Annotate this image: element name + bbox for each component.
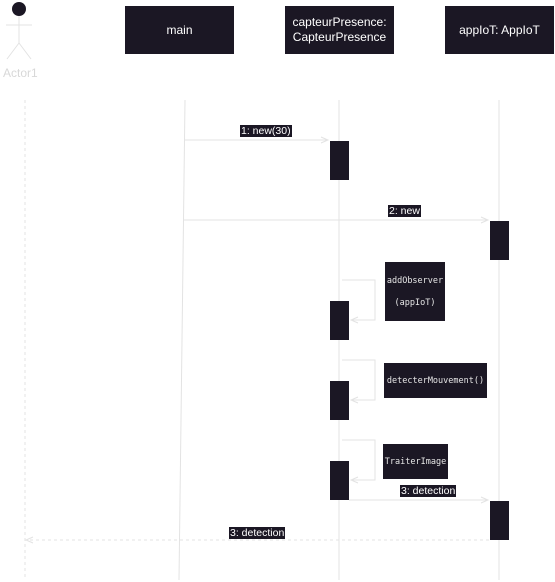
lifeline-label-main: main — [166, 22, 193, 37]
return-label-detection: 3: detection — [229, 527, 286, 539]
note-detecter-label: detecterMouvement() — [386, 375, 485, 386]
self-call-detecter-arrow — [342, 359, 376, 404]
note-detecter-mouvement: detecterMouvement() — [384, 363, 487, 398]
note-traiter-image: TraiterImage — [383, 444, 448, 479]
self-call-traiter-arrow — [342, 439, 376, 484]
return-detection-arrow — [24, 536, 489, 544]
lifeline-label-capteur-line1: capteurPresence: — [292, 15, 387, 29]
message-label-new-30: 1: new(30) — [240, 125, 292, 137]
activation-appiot-1 — [490, 221, 509, 260]
note-add-observer: addObserver (appIoT) — [385, 262, 445, 321]
activation-capteur-1 — [330, 141, 349, 180]
activation-capteur-3 — [330, 381, 349, 420]
lifeline-head-capteur: capteurPresence: CapteurPresence — [285, 6, 394, 54]
note-add-observer-line2: (appIoT) — [394, 297, 436, 308]
message-new-30-arrow — [185, 136, 330, 144]
note-add-observer-line1: addObserver — [386, 275, 444, 286]
message-detection-arrow — [349, 496, 490, 504]
message-label-new: 2: new — [388, 205, 421, 217]
activation-capteur-4 — [330, 461, 349, 500]
activation-capteur-2 — [330, 301, 349, 340]
lifeline-label-appiot: appIoT: AppIoT — [459, 22, 540, 37]
message-label-detection: 3: detection — [400, 485, 457, 497]
note-traiter-label: TraiterImage — [384, 456, 447, 467]
main-lifeline — [178, 99, 186, 581]
message-new-arrow — [184, 216, 490, 224]
actor-figure — [6, 2, 32, 60]
self-call-add-observer-arrow — [342, 279, 376, 324]
lifeline-head-main: main — [125, 6, 234, 54]
lifeline-head-appiot: appIoT: AppIoT — [445, 6, 554, 54]
actor-label: Actor1 — [3, 66, 38, 80]
lifeline-label-capteur-line2: CapteurPresence — [292, 30, 387, 44]
activation-appiot-2 — [490, 501, 509, 540]
